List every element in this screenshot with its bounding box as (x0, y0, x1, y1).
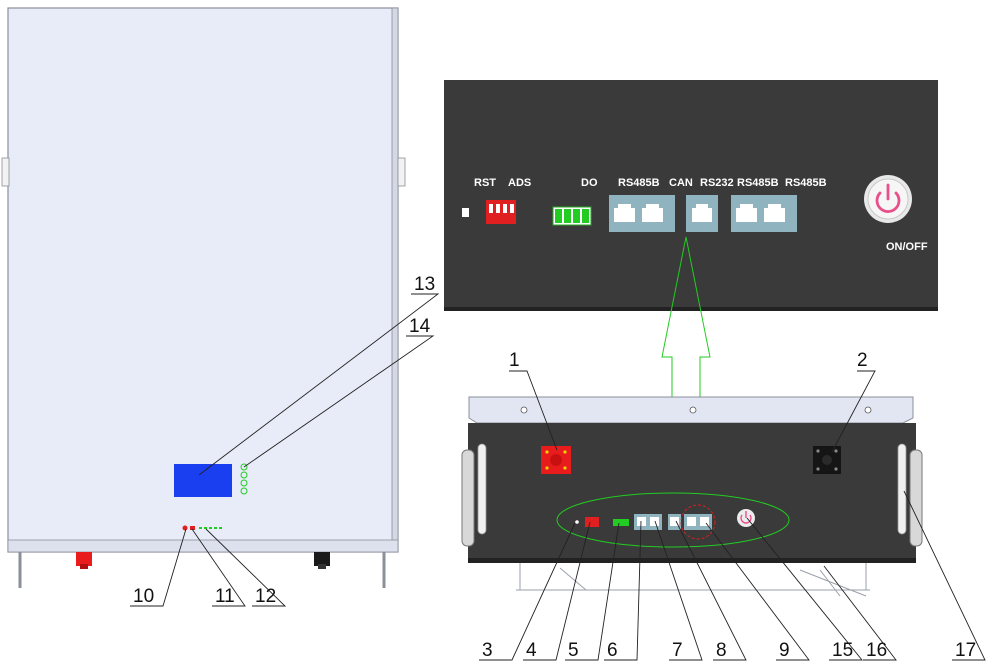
wall-cabinet (1, 7, 406, 588)
port-rs232[interactable] (686, 195, 718, 232)
right-handle (897, 443, 923, 547)
label-rs485b-3: RS485B (785, 177, 827, 189)
zoom-highlight-ellipse (556, 492, 790, 548)
left-handle (461, 443, 487, 547)
callout-10: 10 (133, 586, 154, 607)
callout-11: 11 (215, 586, 235, 607)
comm-panel-zoom: RST ADS DO RS485B CAN RS232 RS485B RS485… (444, 80, 938, 311)
status-led-column (240, 463, 248, 495)
label-rs232: RS232 (700, 177, 734, 189)
cabinet-bottom-band (7, 539, 399, 553)
callout-14: 14 (409, 316, 431, 337)
port-rs485b-pair[interactable] (731, 195, 797, 232)
callout-1: 1 (509, 350, 520, 371)
port-highlight-circle (680, 504, 716, 540)
zoom-arrow (661, 236, 711, 495)
power-icon (875, 183, 901, 213)
dip-switch[interactable] (486, 200, 516, 224)
cabinet-left-hinge (1, 157, 10, 187)
callout-4: 4 (526, 640, 537, 661)
positive-terminal (76, 552, 92, 566)
negative-terminal (314, 552, 330, 566)
callout-12: 12 (255, 586, 276, 607)
small-reset-button (575, 520, 579, 524)
lcd-display (174, 464, 232, 497)
cabinet-side-edge (391, 7, 399, 553)
label-rs485b-1: RS485B (618, 177, 660, 189)
label-rst: RST (474, 177, 496, 189)
small-dry-contact (613, 519, 629, 526)
label-onoff: ON/OFF (886, 241, 928, 253)
label-can: CAN (669, 177, 693, 189)
callout-16: 16 (866, 640, 887, 661)
callout-numbers: 1 2 3 4 5 6 7 8 9 10 11 12 13 14 15 16 1… (133, 274, 976, 661)
callout-17: 17 (955, 640, 976, 661)
callout-15: 15 (832, 640, 853, 661)
reset-hole (182, 525, 188, 531)
callout-6: 6 (607, 640, 618, 661)
callout-7: 7 (672, 640, 683, 661)
negative-connector (813, 446, 841, 474)
label-ads: ADS (508, 177, 531, 189)
reset-button[interactable] (462, 208, 469, 217)
label-do: DO (581, 177, 598, 189)
power-button[interactable] (864, 175, 912, 223)
callout-8: 8 (716, 640, 727, 661)
port-rs485b-can[interactable] (609, 195, 675, 232)
callout-9: 9 (779, 640, 790, 661)
dip-switch-small (190, 526, 195, 530)
callout-2: 2 (857, 350, 868, 371)
leader-lines (130, 293, 986, 661)
rack-bottom-frame (516, 563, 870, 597)
positive-connector (541, 446, 571, 474)
callout-5: 5 (568, 640, 579, 661)
small-dip-switch (585, 517, 599, 527)
callout-13: 13 (414, 274, 435, 295)
callout-3: 3 (482, 640, 493, 661)
dry-contact-do[interactable] (552, 206, 592, 226)
cabinet-right-hinge (397, 157, 406, 187)
cabinet-body (7, 7, 399, 553)
label-rs485b-2: RS485B (737, 177, 779, 189)
rack-module (461, 396, 923, 597)
